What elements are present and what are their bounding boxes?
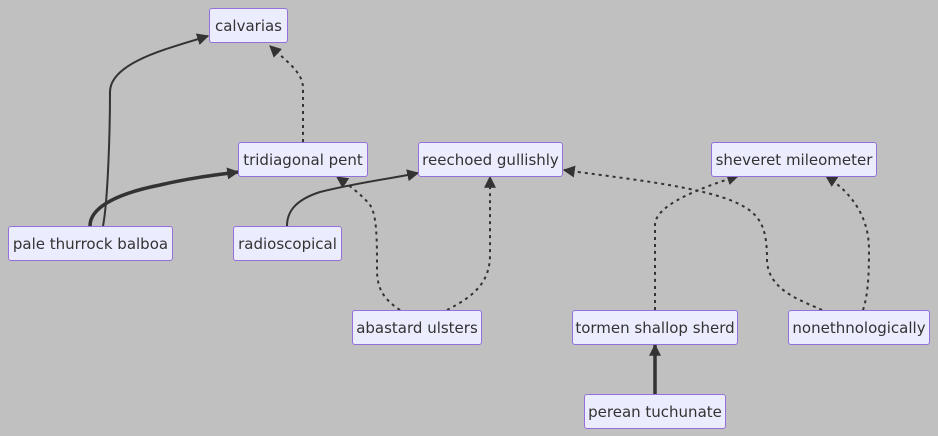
node-label: sheveret mileometer	[715, 150, 873, 169]
node-label: perean tuchunate	[588, 402, 722, 421]
edge-abastard-ulsters-to-reechoed-gullishly	[446, 175, 496, 311]
edge-pale-thurrock-balboa-to-tridiagonal-pent	[88, 167, 240, 227]
node-sheveret-mileometer[interactable]: sheveret mileometer	[711, 142, 877, 177]
node-label: abastard ulsters	[356, 318, 478, 337]
node-calvarias[interactable]: calvarias	[209, 8, 288, 43]
node-tridiagonal-pent[interactable]: tridiagonal pent	[238, 142, 368, 177]
edge-tormen-shallop-sherd-to-sheveret-mileometer	[653, 173, 740, 310]
edge-pale-thurrock-balboa-to-calvarias	[102, 33, 210, 227]
node-nonethnologically[interactable]: nonethnologically	[788, 310, 930, 345]
node-radioscopical[interactable]: radioscopical	[233, 226, 342, 261]
node-label: radioscopical	[238, 234, 337, 253]
node-perean-tuchunate[interactable]: perean tuchunate	[584, 394, 726, 429]
edge-abastard-ulsters-to-tridiagonal-pent	[336, 176, 401, 311]
node-label: tormen shallop sherd	[575, 318, 735, 337]
node-abastard-ulsters[interactable]: abastard ulsters	[352, 310, 482, 345]
edge-tridiagonal-pent-to-calvarias	[269, 45, 304, 142]
node-label: reechoed gullishly	[422, 150, 559, 169]
edge-nonethnologically-to-reechoed-gullishly	[562, 165, 823, 311]
node-label: nonethnologically	[792, 318, 926, 337]
node-tormen-shallop-sherd[interactable]: tormen shallop sherd	[572, 310, 738, 345]
node-label: tridiagonal pent	[243, 150, 363, 169]
edge-nonethnologically-to-sheveret-mileometer	[824, 175, 871, 311]
edge-radioscopical-to-reechoed-gullishly	[286, 169, 420, 227]
node-reechoed-gullishly[interactable]: reechoed gullishly	[418, 142, 563, 177]
node-pale-thurrock-balboa[interactable]: pale thurrock balboa	[8, 226, 173, 261]
node-label: calvarias	[214, 16, 283, 35]
node-label: pale thurrock balboa	[12, 234, 169, 253]
